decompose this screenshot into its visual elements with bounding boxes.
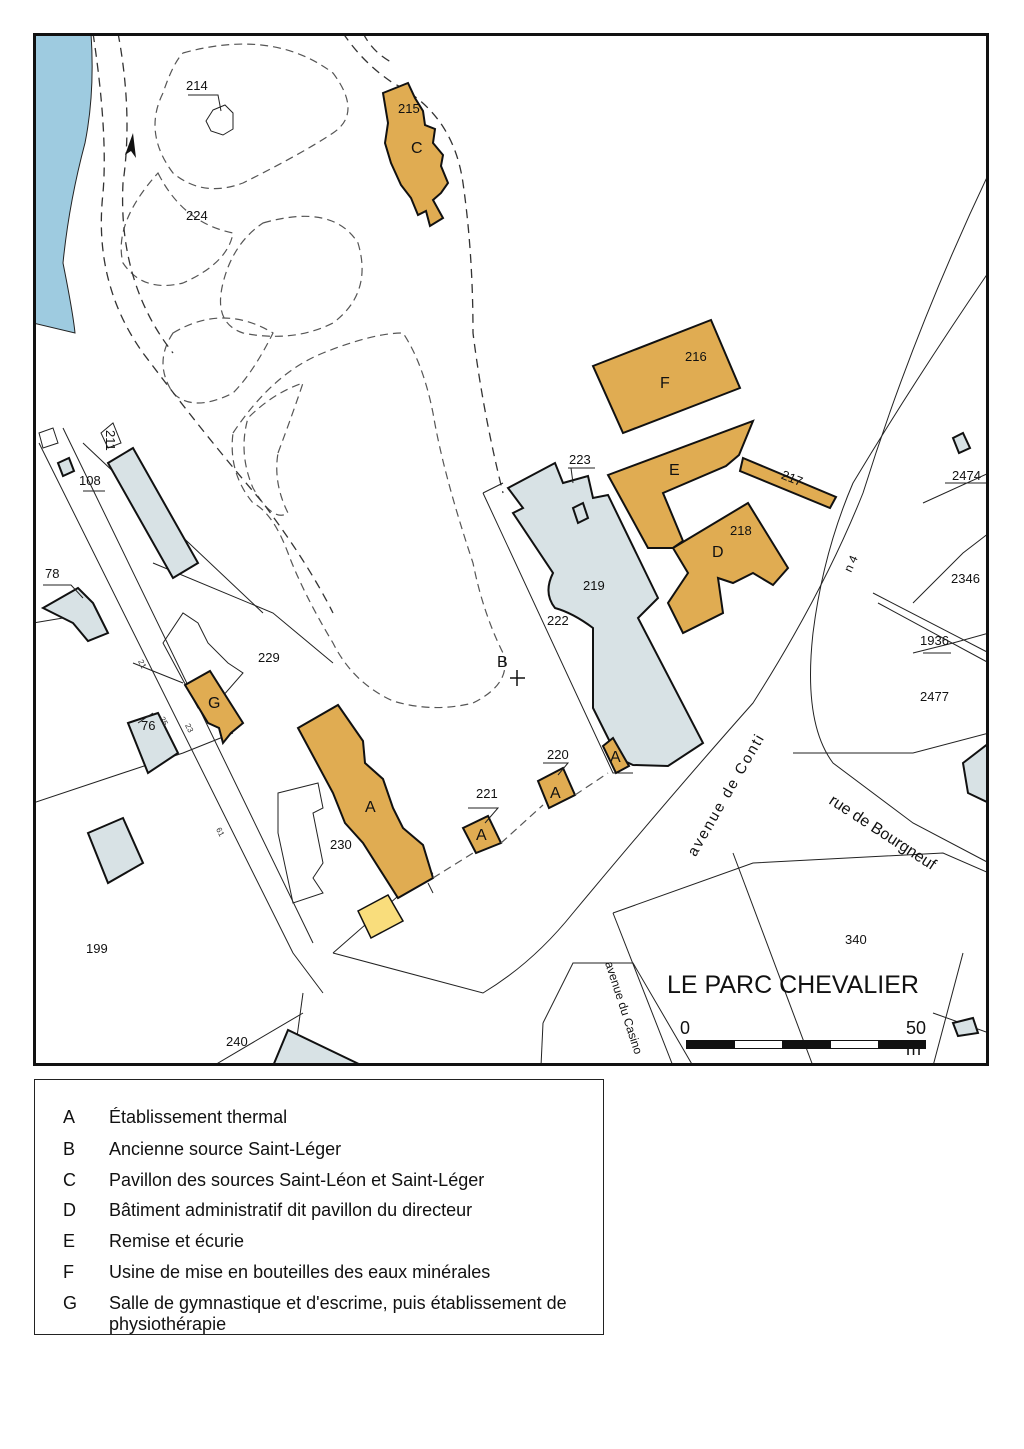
- parcel-number: 211: [103, 430, 118, 451]
- parcel-number: 199: [86, 941, 108, 956]
- building-E: [606, 419, 755, 549]
- building-letter-A: A: [365, 799, 376, 816]
- outline-buildings: [38, 427, 324, 904]
- street-avenue-de-conti: avenue de Conti: [684, 730, 768, 859]
- river-water: [33, 33, 93, 334]
- building-letter-G: G: [208, 695, 220, 712]
- thermal-link-line: [432, 772, 609, 879]
- scale-segment: [734, 1040, 783, 1049]
- street-n4: n 4: [841, 553, 861, 574]
- parcel-number: 221: [476, 786, 498, 801]
- legend-text: Pavillon des sources Saint-Léon et Saint…: [109, 1170, 485, 1190]
- building-217: [738, 456, 838, 510]
- parcel-number: 219: [583, 578, 605, 593]
- legend-text: Usine de mise en bouteilles des eaux min…: [109, 1262, 491, 1282]
- parcel-number: 2474: [952, 468, 981, 483]
- parcel-numbers: 214 215 224 216 211 108 223 217 2474 218…: [45, 78, 981, 1049]
- parcel-number: 229: [258, 650, 280, 665]
- parcel-number: 108: [79, 473, 101, 488]
- legend-key: C: [63, 1170, 76, 1190]
- legend-key: A: [63, 1107, 76, 1127]
- scale-segment: [830, 1040, 879, 1049]
- building-C: [381, 81, 450, 228]
- parcel-number: 1936: [920, 633, 949, 648]
- garden-paths: [92, 33, 506, 709]
- legend-key: G: [63, 1293, 78, 1313]
- parcel-number: 218: [730, 523, 752, 538]
- place-name: LE PARC CHEVALIER: [667, 971, 919, 999]
- legend-key: E: [63, 1231, 76, 1251]
- building-letter-A: A: [476, 827, 487, 844]
- building-A-small-3: [601, 736, 631, 775]
- legend-key: F: [63, 1262, 74, 1282]
- svg-text:61: 61: [214, 826, 226, 839]
- parcel-number: 2477: [920, 689, 949, 704]
- north-arrow-icon: [125, 133, 136, 158]
- legend-text: Salle de gymnastique et d'escrime, puis …: [109, 1293, 567, 1334]
- legend-text: Bâtiment administratif dit pavillon du d…: [109, 1200, 473, 1220]
- other-buildings: [40, 431, 989, 1066]
- building-letter-F: F: [660, 375, 670, 392]
- building-F: [591, 318, 742, 435]
- legend-key: B: [63, 1139, 76, 1159]
- site-plan-map: 214 215 224 216 211 108 223 217 2474 218…: [33, 33, 989, 1066]
- building-letter-A: A: [550, 785, 561, 802]
- map-border: [33, 33, 989, 1066]
- scale-start-label: 0: [680, 1018, 691, 1038]
- parcel-number: 214: [186, 78, 208, 93]
- parcel-number: 224: [186, 208, 208, 223]
- source-marker: [510, 670, 525, 686]
- building-letter-E: E: [669, 462, 680, 479]
- parcel-number: 215: [398, 101, 420, 116]
- parcel-number: 340: [845, 932, 867, 947]
- building-letter-C: C: [411, 140, 423, 157]
- scale-segment: [878, 1040, 926, 1049]
- map-legend: A Établissement thermal B Ancienne sourc…: [34, 1079, 604, 1335]
- building-annex: [357, 893, 405, 940]
- building-D: [666, 501, 790, 635]
- parcel-number: 223: [569, 452, 591, 467]
- parcel-number: 220: [547, 747, 569, 762]
- parcel-number: 230: [330, 837, 352, 852]
- kiosk-214: [205, 104, 234, 136]
- legend-text: Ancienne source Saint-Léger: [109, 1139, 342, 1159]
- legend-text: Établissement thermal: [109, 1107, 288, 1127]
- heritage-buildings: [183, 81, 838, 940]
- legend-text: Remise et écurie: [109, 1231, 245, 1251]
- scale-end-label: 50 m: [906, 1018, 927, 1059]
- scale-bar: 0 50 m: [680, 1018, 934, 1098]
- parcel-number: 216: [685, 349, 707, 364]
- building-letters: C F E D G A A A A B: [208, 140, 724, 844]
- scale-segment: [782, 1040, 831, 1049]
- legend-key: D: [63, 1200, 76, 1220]
- scale-segment: [686, 1040, 735, 1049]
- parcel-number: 76: [141, 718, 155, 733]
- parcel-boundaries: [33, 172, 989, 1066]
- source-letter-B: B: [497, 654, 508, 671]
- parcel-number: 2346: [951, 571, 980, 586]
- parcel-number: 78: [45, 566, 59, 581]
- street-rue-de-bourgneuf: rue de Bourgneuf: [826, 792, 939, 874]
- building-letter-A: A: [610, 749, 621, 766]
- building-A-main: [296, 703, 435, 900]
- parcel-number: 240: [226, 1034, 248, 1049]
- svg-text:23: 23: [183, 722, 195, 735]
- building-G: [183, 669, 245, 746]
- parcel-number: 222: [547, 613, 569, 628]
- building-letter-D: D: [712, 544, 724, 561]
